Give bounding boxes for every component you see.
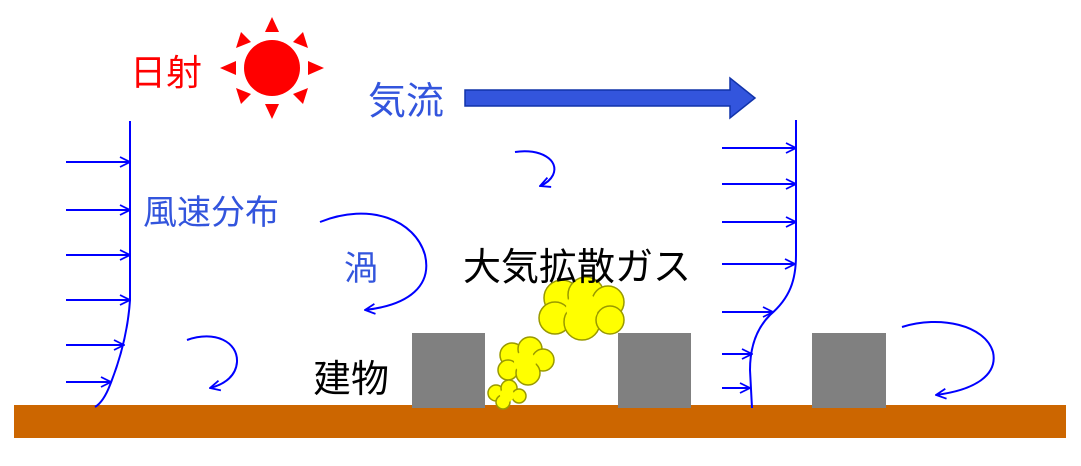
gas-puff-medium: [497, 336, 555, 386]
diffusing-gas-label: 大気拡散ガス: [463, 245, 691, 289]
left-wind-profile: [66, 121, 131, 408]
right-wind-profile: [722, 120, 797, 409]
vortex-label: 渦: [344, 249, 378, 289]
gas-puff-small: [487, 379, 527, 410]
solar-radiation-label: 日射: [130, 53, 202, 94]
buildings-label: 建物: [313, 357, 389, 401]
building-1: [412, 333, 485, 408]
building-2: [618, 333, 691, 408]
building-3: [812, 333, 886, 408]
vortex-swirl-right: [901, 320, 995, 395]
gas-puff-large: [538, 276, 625, 341]
vortex-swirl-top: [514, 150, 556, 186]
wind-speed-distribution-label: 風速分布: [143, 193, 279, 233]
sun-icon: [220, 17, 324, 119]
vortex-arrows: [186, 150, 995, 395]
vortex-swirl-left: [186, 335, 239, 388]
airflow-label: 気流: [368, 79, 444, 123]
vortex-swirl-large: [319, 212, 428, 310]
ground: [14, 405, 1066, 438]
gas-plume: [487, 276, 625, 410]
airflow-arrow: [464, 76, 757, 120]
